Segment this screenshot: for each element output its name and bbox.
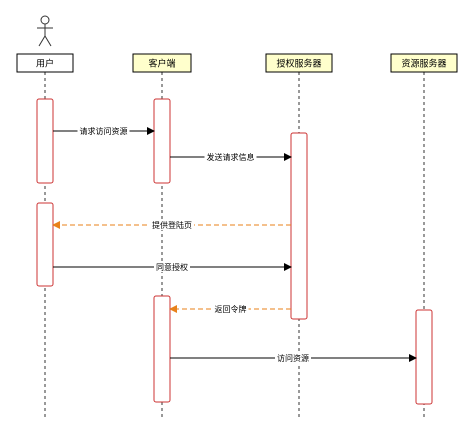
participant-box-client [132, 53, 192, 73]
participant-box-auth [265, 53, 333, 73]
message-label: 提供登陆页 [152, 220, 192, 230]
message-label: 发送请求信息 [207, 152, 255, 162]
message-label-bg [154, 262, 190, 272]
participant-box-resource [390, 53, 458, 73]
actor-right-leg [44, 35, 52, 47]
message-label-bg [212, 304, 249, 314]
participant-label-user: 用户 [36, 58, 54, 70]
actor-head-icon [40, 15, 50, 25]
message-label: 同意授权 [156, 262, 188, 272]
activation-bar-resource [415, 309, 433, 405]
participant-box-user [16, 53, 74, 73]
activation-bar-auth [290, 132, 308, 320]
message-label-bg [204, 152, 257, 162]
message-label: 返回令牌 [215, 304, 247, 314]
participant-label-resource: 资源服务器 [401, 58, 446, 70]
message-label-bg [150, 220, 194, 230]
message-label-bg [275, 353, 311, 363]
activation-bar-user [36, 202, 54, 287]
activation-bar-client [153, 98, 171, 184]
message-label-bg [77, 126, 130, 136]
message-label: 访问资源 [277, 353, 309, 363]
participant-label-client: 客户端 [148, 58, 175, 70]
participant-label-auth: 授权服务器 [276, 58, 321, 70]
activation-bar-client [153, 295, 171, 403]
message-label: 请求访问资源 [80, 126, 128, 136]
actor-left-leg [38, 35, 46, 47]
activation-bar-user [36, 98, 54, 184]
